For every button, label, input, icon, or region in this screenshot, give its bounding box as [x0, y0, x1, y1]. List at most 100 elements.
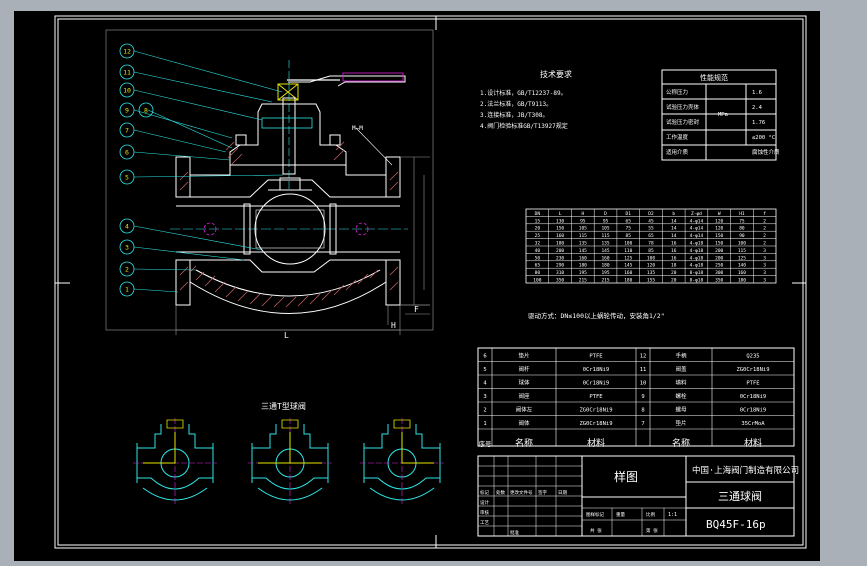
dims-cell: 8-φ18	[690, 270, 704, 276]
dims-header-cell: DN	[535, 211, 541, 217]
dims-cell: 14	[671, 226, 677, 232]
perf-label: 工作温度	[666, 133, 689, 141]
dims-cell: 45	[648, 218, 654, 224]
dims-cell: 145	[624, 263, 632, 269]
dims-header-cell: H1	[739, 211, 745, 217]
dims-cell: 200	[715, 248, 723, 254]
balloon-circle	[119, 281, 135, 297]
bom-seq: 3	[483, 394, 486, 400]
bom-name: 阀杆	[518, 365, 530, 373]
bom-material: ZG0Cr18Ni9	[736, 367, 769, 373]
dims-cell: 2	[763, 233, 766, 239]
tb-label-sheet: 第 张	[646, 527, 658, 534]
balloon-number: 1	[125, 286, 129, 294]
dims-cell: 18	[671, 263, 677, 269]
tb-drawing-kind: 样图	[614, 469, 638, 484]
dims-cell: 85	[648, 248, 654, 254]
subtitle-three-way: 三通T型球阀	[261, 401, 306, 411]
bom-name: 阀盖	[675, 365, 687, 373]
balloon-circle	[138, 102, 154, 118]
dims-cell: 2	[763, 218, 766, 224]
bom-seq: 7	[641, 421, 644, 427]
tb-label-weight: 重量	[616, 511, 625, 518]
dims-cell: 150	[556, 226, 564, 232]
dims-cell: 14	[671, 218, 677, 224]
dims-cell: 15	[535, 218, 541, 224]
dims-cell: 200	[556, 248, 564, 254]
bom-material: 0Cr18Ni9	[583, 381, 610, 387]
bom-seq: 10	[640, 381, 647, 387]
dims-cell: 120	[715, 218, 723, 224]
dims-cell: 4-φ14	[690, 226, 704, 232]
bom-name: 螺栓	[675, 392, 687, 400]
balloon-number: 11	[123, 69, 131, 77]
balloon-number: 10	[123, 87, 131, 95]
dims-cell: 155	[647, 278, 655, 284]
bom-name: 球体	[518, 379, 530, 387]
three-way-variant-3	[360, 418, 444, 505]
dims-cell: 16	[671, 241, 677, 247]
bom-name: 垫片	[518, 352, 529, 360]
bom-material: 0Cr18Ni9	[740, 394, 767, 400]
dims-cell: 200	[715, 255, 723, 261]
dims-cell: 230	[556, 255, 564, 261]
dims-header-cell: f	[763, 211, 766, 217]
three-way-variant-1	[133, 418, 217, 505]
dims-cell: 75	[739, 218, 745, 224]
dims-cell: 78	[648, 241, 654, 247]
drawing-canvas	[14, 11, 820, 561]
tech-line-1: 1.设计标准，GB/T12237-89。	[480, 89, 567, 97]
dims-cell: 135	[647, 270, 655, 276]
bom-seq: 1	[483, 421, 486, 427]
bom-material: Q235	[746, 354, 759, 360]
tb-label-date: 日期	[558, 490, 567, 496]
balloon-number: 2	[125, 266, 129, 274]
dims-cell: 95	[580, 218, 586, 224]
perf-value: ≤200 °C	[752, 135, 775, 141]
balloon-circle	[119, 218, 135, 234]
bom-material: ZG0Cr18Ni9	[579, 421, 612, 427]
dims-header-cell: b	[672, 211, 675, 217]
inner-border	[57, 18, 804, 546]
dims-cell: 65	[535, 263, 541, 269]
dims-cell: 160	[556, 233, 564, 239]
dims-cell: 16	[671, 255, 677, 261]
dims-cell: 160	[579, 255, 587, 261]
bom-seq: 4	[483, 381, 487, 387]
bom-name: 手柄	[675, 352, 687, 360]
dims-cell: 95	[603, 218, 609, 224]
dims-cell: 115	[579, 233, 587, 239]
balloon-number: 7	[125, 127, 129, 135]
balloon-number: 4	[125, 223, 129, 231]
balloon-circle	[119, 144, 135, 160]
perf-value: 2.4	[752, 105, 763, 111]
dims-cell: 350	[556, 278, 564, 284]
dims-cell: 135	[601, 241, 609, 247]
dims-cell: 290	[556, 263, 564, 269]
dims-cell: 180	[556, 241, 564, 247]
tb-product: 三通球阀	[718, 489, 762, 503]
dims-cell: 105	[579, 226, 587, 232]
dims-cell: 215	[579, 278, 587, 284]
dims-cell: 120	[647, 263, 655, 269]
dims-cell: 100	[624, 241, 632, 247]
dims-cell: 125	[738, 255, 746, 261]
dims-cell: 160	[624, 270, 632, 276]
dims-header-cell: D2	[648, 211, 654, 217]
perf-label: 公称压力	[666, 88, 688, 96]
bom-seq: 9	[641, 394, 644, 400]
balloon-11: 11	[119, 64, 135, 80]
balloon-6: 6	[119, 144, 135, 160]
dims-cell: 40	[535, 248, 541, 254]
dims-cell: 300	[715, 270, 723, 276]
bom-material: PTFE	[589, 394, 602, 400]
balloon-leaders	[133, 50, 284, 293]
dims-cell: 3	[763, 263, 766, 269]
balloon-circle	[119, 122, 135, 138]
tb-label-process: 工艺	[480, 520, 489, 526]
bom-seq: 8	[641, 408, 644, 414]
